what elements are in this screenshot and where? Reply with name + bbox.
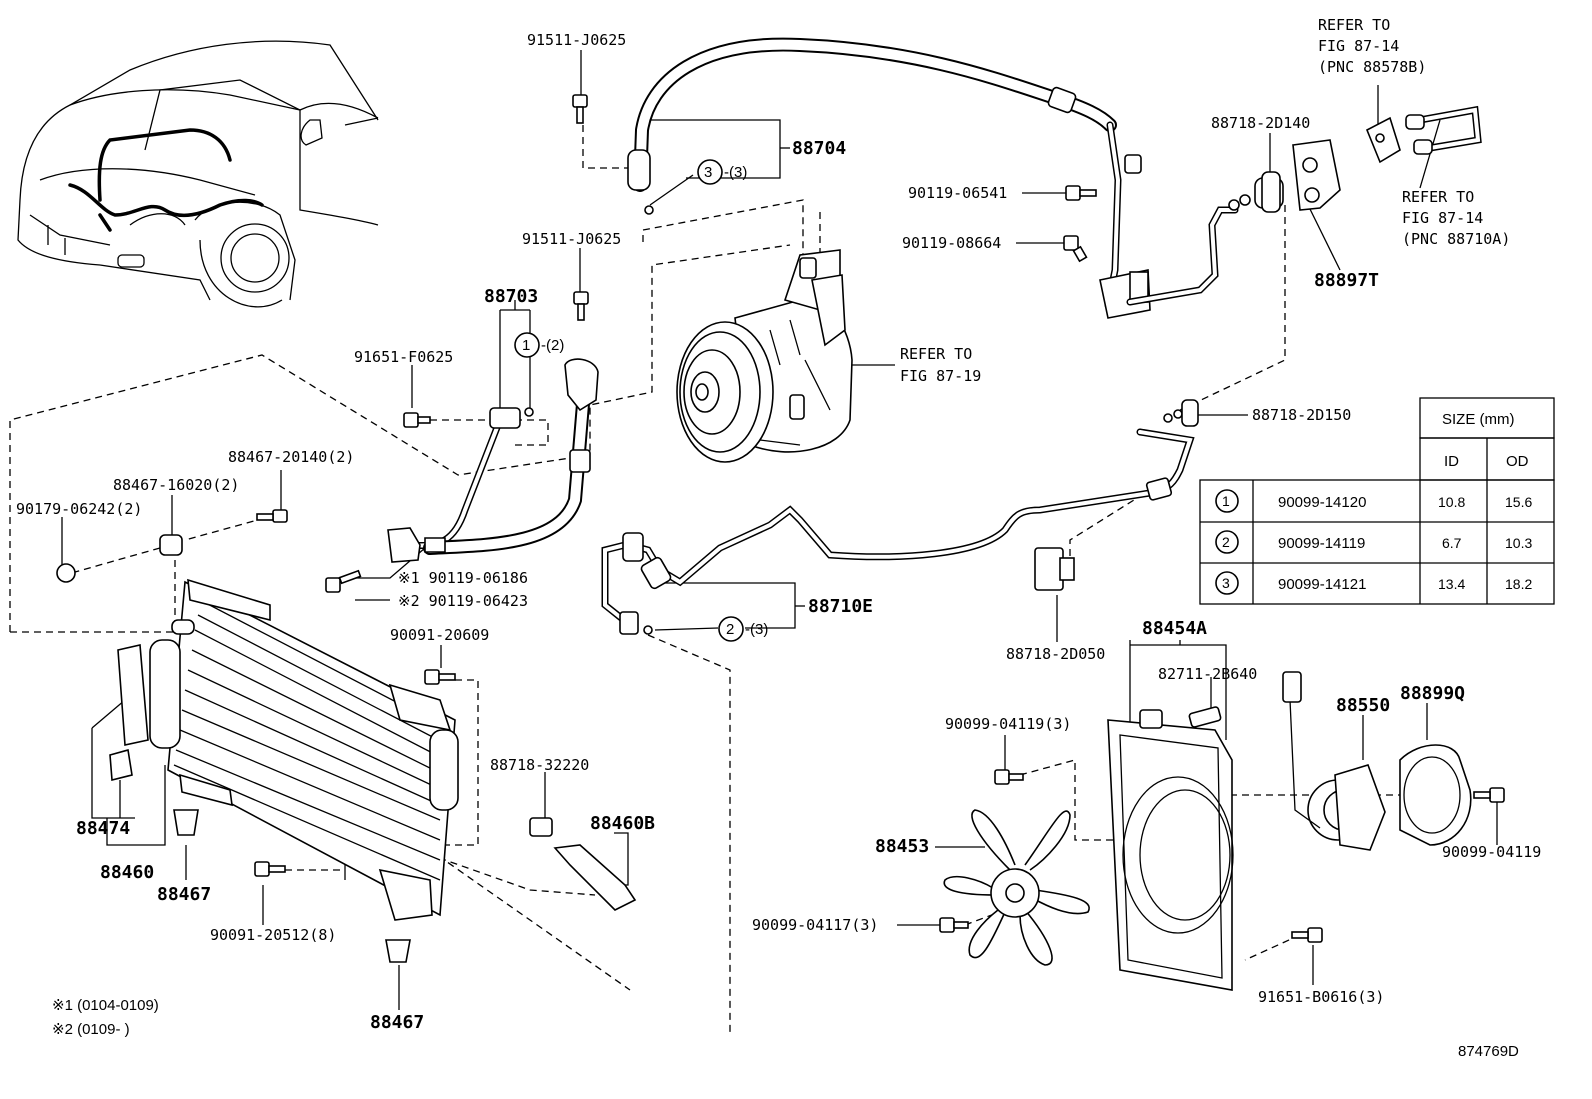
label-90091-20609: 90091-20609 xyxy=(390,626,489,644)
label-91511-j0625-mid: 91511-J0625 xyxy=(522,230,621,248)
callout-2: 2 xyxy=(726,621,734,638)
size-table-title: SIZE (mm) xyxy=(1442,411,1515,428)
label-90099-04117: 90099-04117(3) xyxy=(752,916,878,934)
size-table-row-part: 90099-14120 xyxy=(1278,494,1366,511)
size-table-row-key: 3 xyxy=(1222,575,1230,591)
label-88718-32220: 88718-32220 xyxy=(490,756,589,774)
callouts: 3 -(3) 1 -(2) 2 -(3) xyxy=(514,159,768,642)
label-90119-06541: 90119-06541 xyxy=(908,184,1007,202)
callout-2-qty: -(3) xyxy=(745,621,768,638)
label-88704: 88704 xyxy=(792,138,846,159)
label-88718-2d150: 88718-2D150 xyxy=(1252,406,1351,424)
size-table-row-part: 90099-14121 xyxy=(1278,576,1366,593)
size-table-row-key: 2 xyxy=(1222,534,1230,550)
ac-compressor xyxy=(676,249,853,463)
label-refer-top-3: (PNC 88578B) xyxy=(1318,58,1426,76)
label-90179-06242: 90179-06242(2) xyxy=(16,500,142,518)
label-88460b: 88460B xyxy=(590,813,655,834)
vehicle-location-illustration xyxy=(17,40,379,308)
size-table-row-od: 15.6 xyxy=(1505,494,1532,510)
discharge-hose-88704 xyxy=(627,37,1151,319)
label-bolt-note-2: ※2 90119-06423 xyxy=(398,592,528,610)
label-88454a: 88454A xyxy=(1142,618,1207,639)
label-88899q: 88899Q xyxy=(1400,683,1465,704)
label-refer-right-3: (PNC 88710A) xyxy=(1402,230,1510,248)
label-88718-2d140: 88718-2D140 xyxy=(1211,114,1310,132)
callout-1: 1 xyxy=(522,337,530,354)
label-88710e: 88710E xyxy=(808,596,873,617)
label-88703: 88703 xyxy=(484,286,538,307)
callout-1-qty: -(2) xyxy=(541,337,564,354)
label-refer-right-1: REFER TO xyxy=(1402,188,1474,206)
footnote-2: ※2 (0109- ) xyxy=(52,1021,130,1038)
label-91511-j0625-top: 91511-J0625 xyxy=(527,31,626,49)
label-refer-top-2: FIG 87-14 xyxy=(1318,37,1399,55)
part-labels: 91511-J0625 88704 91511-J0625 88703 9165… xyxy=(16,16,1541,1060)
label-refer-comp-1: REFER TO xyxy=(900,345,972,363)
diagram-id: 874769D xyxy=(1458,1043,1519,1060)
label-bolt-note-1: ※1 90119-06186 xyxy=(398,569,528,587)
pipe-upper-right xyxy=(1034,105,1482,591)
label-91651-f0625: 91651-F0625 xyxy=(354,348,453,366)
footnote-1: ※1 (0104-0109) xyxy=(52,997,159,1014)
label-90099-04119-3: 90099-04119(3) xyxy=(945,715,1071,733)
liquid-pipe-88710e xyxy=(601,399,1199,635)
o-ring-size-table: SIZE (mm) ID OD 1 90099-14120 10.8 15.6 … xyxy=(1199,397,1555,605)
label-90119-08664: 90119-08664 xyxy=(902,234,1001,252)
label-88467-a: 88467 xyxy=(157,884,211,905)
cooling-fan-assembly xyxy=(943,671,1472,991)
label-82711-2b640: 82711-2B640 xyxy=(1158,665,1257,683)
callout-3-qty: -(3) xyxy=(724,164,747,181)
size-table-col-od: OD xyxy=(1506,453,1529,470)
label-88453: 88453 xyxy=(875,836,929,857)
label-90099-04119: 90099-04119 xyxy=(1442,843,1541,861)
size-table-row-id: 13.4 xyxy=(1438,576,1465,592)
size-table-row-key: 1 xyxy=(1222,493,1230,509)
label-91651-b0616: 91651-B0616(3) xyxy=(1258,988,1384,1006)
size-table-row-id: 10.8 xyxy=(1438,494,1465,510)
label-88460: 88460 xyxy=(100,862,154,883)
size-table-row-id: 6.7 xyxy=(1442,535,1462,551)
bracket-88460b xyxy=(529,817,637,911)
label-88467-b: 88467 xyxy=(370,1012,424,1033)
label-88467-16020: 88467-16020(2) xyxy=(113,476,239,494)
size-table-row-od: 18.2 xyxy=(1505,576,1532,592)
label-refer-comp-2: FIG 87-19 xyxy=(900,367,981,385)
callout-3: 3 xyxy=(704,164,712,181)
label-88467-20140: 88467-20140(2) xyxy=(228,448,354,466)
label-88718-2d050: 88718-2D050 xyxy=(1006,645,1105,663)
label-refer-right-2: FIG 87-14 xyxy=(1402,209,1483,227)
label-88474: 88474 xyxy=(76,818,130,839)
label-88897t: 88897T xyxy=(1314,270,1379,291)
size-table-row-part: 90099-14119 xyxy=(1278,535,1365,552)
label-refer-top-1: REFER TO xyxy=(1318,16,1390,34)
label-90091-20512: 90091-20512(8) xyxy=(210,926,336,944)
size-table-col-id: ID xyxy=(1444,453,1459,470)
suction-hose-88703 xyxy=(387,358,599,563)
label-88550: 88550 xyxy=(1336,695,1390,716)
bolts xyxy=(56,94,1505,963)
size-table-row-od: 10.3 xyxy=(1505,535,1532,551)
condenser xyxy=(109,578,459,921)
